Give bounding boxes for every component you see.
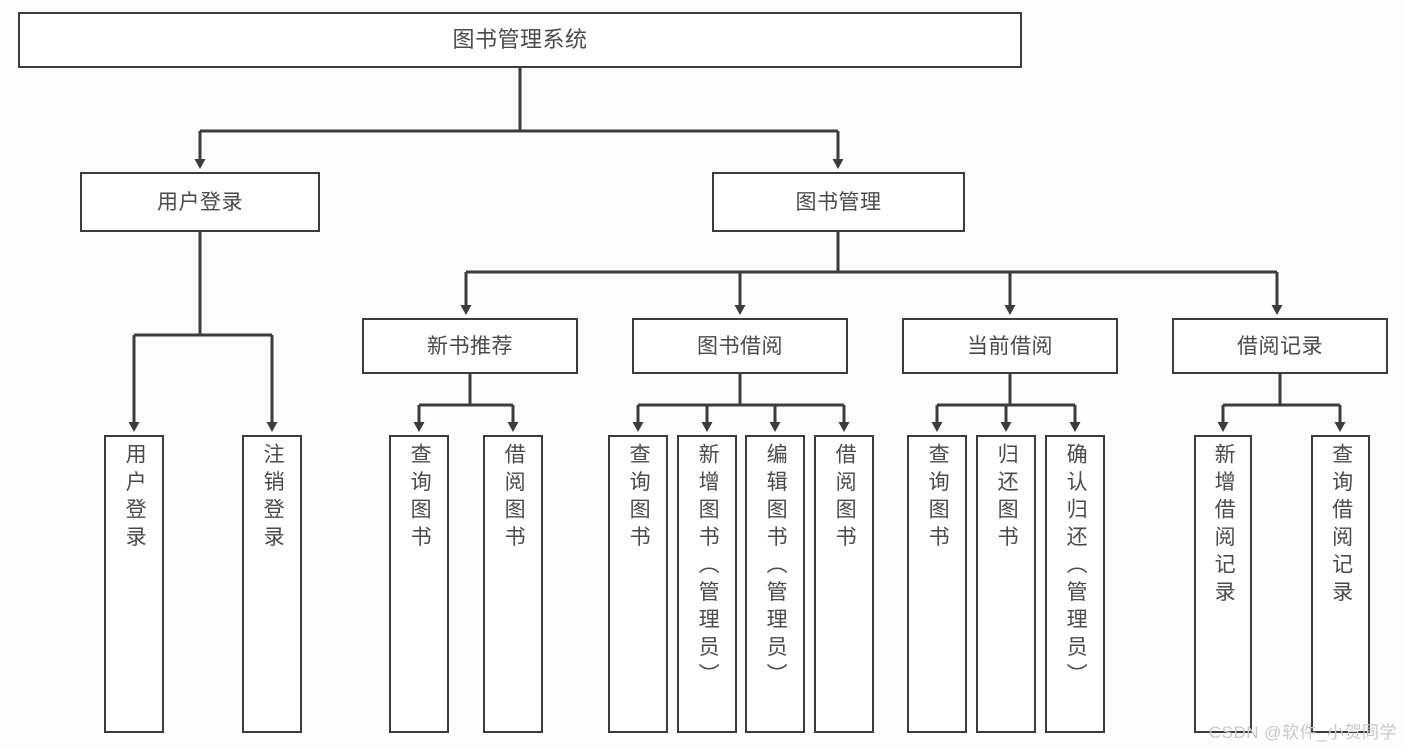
node-book-borrow[interactable]: 图书借阅 xyxy=(632,318,848,374)
node-current-borrow[interactable]: 当前借阅 xyxy=(902,318,1118,374)
node-label: 查询图书 xyxy=(926,443,950,553)
node-book-management[interactable]: 图书管理 xyxy=(712,172,965,232)
node-label: 借阅记录 xyxy=(1237,334,1323,358)
leaf-current-borrow-query[interactable]: 查询图书 xyxy=(907,435,967,733)
leaf-borrow-record-add[interactable]: 新增借阅记录 xyxy=(1194,435,1252,733)
node-label: 查询图书 xyxy=(408,443,432,553)
leaf-book-borrow-query[interactable]: 查询图书 xyxy=(608,435,668,733)
node-label: 用户登录 xyxy=(123,443,147,553)
node-label: 借阅图书 xyxy=(833,443,857,553)
node-label: 图书借阅 xyxy=(697,334,783,358)
leaf-user-login-logout[interactable]: 注销登录 xyxy=(242,435,302,733)
node-label: 查询图书 xyxy=(627,443,651,553)
leaf-user-login-login[interactable]: 用户登录 xyxy=(104,435,164,733)
leaf-book-borrow-borrow[interactable]: 借阅图书 xyxy=(814,435,874,733)
node-label: 用户登录 xyxy=(157,190,243,214)
leaf-current-borrow-confirm-return[interactable]: 确认归还（管理员） xyxy=(1045,435,1105,733)
node-label: 归还图书 xyxy=(995,443,1019,553)
node-borrow-record[interactable]: 借阅记录 xyxy=(1172,318,1388,374)
node-label: 新书推荐 xyxy=(427,334,513,358)
leaf-current-borrow-return[interactable]: 归还图书 xyxy=(976,435,1036,733)
node-label: 图书管理系统 xyxy=(452,27,588,52)
node-label: 图书管理 xyxy=(795,190,882,214)
leaf-book-borrow-add[interactable]: 新增图书（管理员） xyxy=(677,435,737,733)
leaf-new-book-query[interactable]: 查询图书 xyxy=(389,435,449,733)
node-label: 借阅图书 xyxy=(502,443,526,553)
node-user-login[interactable]: 用户登录 xyxy=(80,172,320,232)
node-label: 新增图书（管理员） xyxy=(696,443,720,691)
node-label: 注销登录 xyxy=(261,443,285,553)
leaf-new-book-borrow[interactable]: 借阅图书 xyxy=(483,435,543,733)
node-label: 编辑图书（管理员） xyxy=(764,443,788,691)
leaf-borrow-record-query[interactable]: 查询借阅记录 xyxy=(1311,435,1370,733)
leaf-book-borrow-edit[interactable]: 编辑图书（管理员） xyxy=(745,435,805,733)
node-label: 查询借阅记录 xyxy=(1329,443,1353,608)
node-label: 当前借阅 xyxy=(967,334,1053,358)
node-label: 确认归还（管理员） xyxy=(1064,443,1088,691)
node-label: 新增借阅记录 xyxy=(1212,443,1236,608)
csdn-watermark: CSDN @软件_小贺同学 xyxy=(1208,723,1397,742)
node-new-book-recommend[interactable]: 新书推荐 xyxy=(362,318,578,374)
node-root-system[interactable]: 图书管理系统 xyxy=(18,12,1022,68)
